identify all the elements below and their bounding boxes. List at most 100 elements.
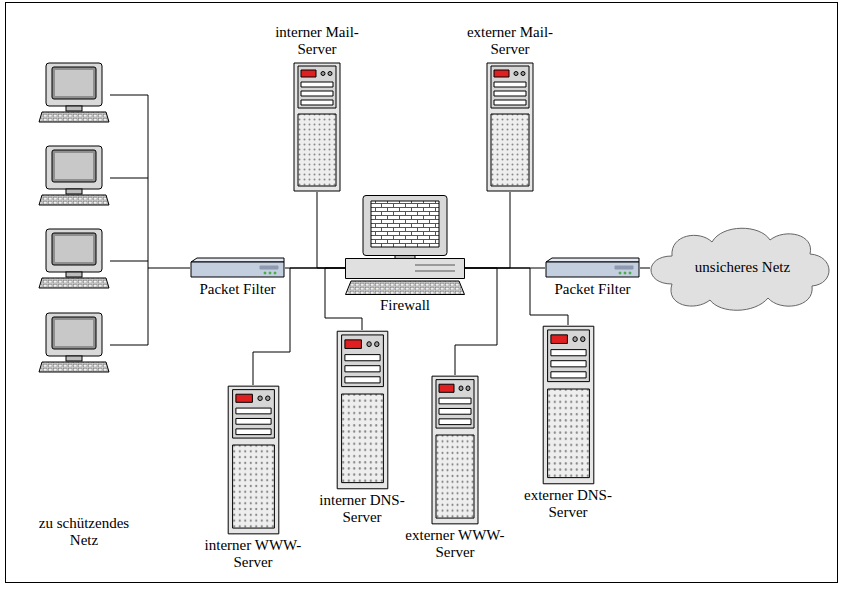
server-panel <box>341 335 383 387</box>
filter-led <box>629 272 631 274</box>
server-case <box>432 376 478 524</box>
drive-slot <box>301 91 333 96</box>
drive-slot <box>439 398 471 404</box>
node-label: interner WWW-Server <box>203 537 303 572</box>
server-icon <box>292 62 342 192</box>
server-case <box>543 326 594 484</box>
node-label: externer Mail-Server <box>460 24 560 59</box>
server-button <box>580 337 584 342</box>
filter-icon <box>545 257 640 279</box>
node-label: Firewall <box>380 297 430 314</box>
filter-led <box>269 272 271 274</box>
firewall-node: Firewall <box>345 195 465 314</box>
server-case <box>294 63 340 191</box>
network-link <box>640 268 650 269</box>
node-label: unsicheres Netz <box>695 259 790 276</box>
client-computer <box>39 229 109 288</box>
filter-led <box>264 272 266 274</box>
drive-slot <box>235 418 270 424</box>
drive-slot <box>550 372 585 378</box>
node-label: interner DNS-Server <box>312 492 412 527</box>
packet-filter-box <box>191 262 284 277</box>
drive-slot <box>550 350 585 356</box>
filter-icon <box>190 257 285 279</box>
drive-slot <box>301 100 333 105</box>
drive-slot <box>494 100 526 105</box>
drive-slot <box>344 355 379 361</box>
server-display <box>301 70 316 77</box>
filter-led <box>274 272 276 274</box>
drive-slot <box>550 361 585 367</box>
server-button <box>366 342 370 347</box>
server-panel <box>547 330 589 382</box>
packet-filter-node: Packet Filter <box>190 257 285 298</box>
server-button <box>265 396 269 401</box>
server-panel <box>436 380 474 428</box>
server-grille <box>232 445 274 528</box>
server-button <box>466 386 470 391</box>
server-grille <box>547 389 589 478</box>
computer-case <box>346 259 465 279</box>
frame <box>6 3 838 583</box>
server-button <box>572 337 576 342</box>
server-grille <box>491 114 529 186</box>
firewall-icon <box>345 195 465 295</box>
filter-led <box>619 272 621 274</box>
server-icon <box>335 330 390 490</box>
filter-badge <box>260 266 278 269</box>
firewall-screen <box>371 201 439 247</box>
drive-slot <box>439 408 471 414</box>
server-button <box>257 396 261 401</box>
drive-slot <box>235 429 270 435</box>
cloud-shape <box>651 228 829 310</box>
monitor <box>363 196 447 256</box>
server-case <box>487 63 533 191</box>
client-computer <box>39 313 109 372</box>
server-panel <box>232 390 274 438</box>
lan-wire <box>110 95 190 345</box>
server-node: externer WWW-Server <box>405 375 505 562</box>
server-grille <box>341 394 383 483</box>
server-display <box>550 335 567 344</box>
network-link <box>455 268 497 375</box>
server-display <box>344 340 361 349</box>
drive-slot <box>494 91 526 96</box>
filter-led <box>624 272 626 274</box>
server-button <box>459 386 463 391</box>
network-link <box>465 192 510 268</box>
server-icon <box>430 375 480 525</box>
server-node: externer DNS-Server <box>518 325 618 522</box>
filter-badge <box>615 266 633 269</box>
drive-slot <box>344 366 379 372</box>
packet-filter-box <box>546 262 639 277</box>
keyboard <box>346 281 465 295</box>
server-node: interner DNS-Server <box>312 330 412 527</box>
server-icon <box>226 385 281 535</box>
server-case <box>228 386 279 534</box>
server-button <box>514 72 518 76</box>
server-node: interner Mail-Server <box>267 24 367 193</box>
drive-slot <box>301 82 333 87</box>
server-button <box>374 342 378 347</box>
server-panel <box>491 66 529 108</box>
server-case <box>337 331 388 489</box>
network-link <box>317 192 345 268</box>
drive-slot <box>344 377 379 383</box>
node-label: externer WWW-Server <box>405 527 505 562</box>
client-computer <box>39 146 109 205</box>
node-label: externer DNS-Server <box>518 487 618 522</box>
drive-slot <box>415 265 455 271</box>
server-button <box>521 72 525 76</box>
server-display <box>439 384 454 392</box>
drive-slot <box>235 408 270 414</box>
node-label: Packet Filter <box>554 281 630 298</box>
network-cloud: unsicheres Netz <box>650 222 835 314</box>
drive-slot <box>494 82 526 87</box>
server-button <box>328 72 332 76</box>
client-computer <box>39 63 109 122</box>
network-label: zu schützendes Netz <box>28 515 140 550</box>
server-button <box>321 72 325 76</box>
drive-slot <box>439 419 471 425</box>
server-icon <box>485 62 535 192</box>
server-icon <box>541 325 596 485</box>
